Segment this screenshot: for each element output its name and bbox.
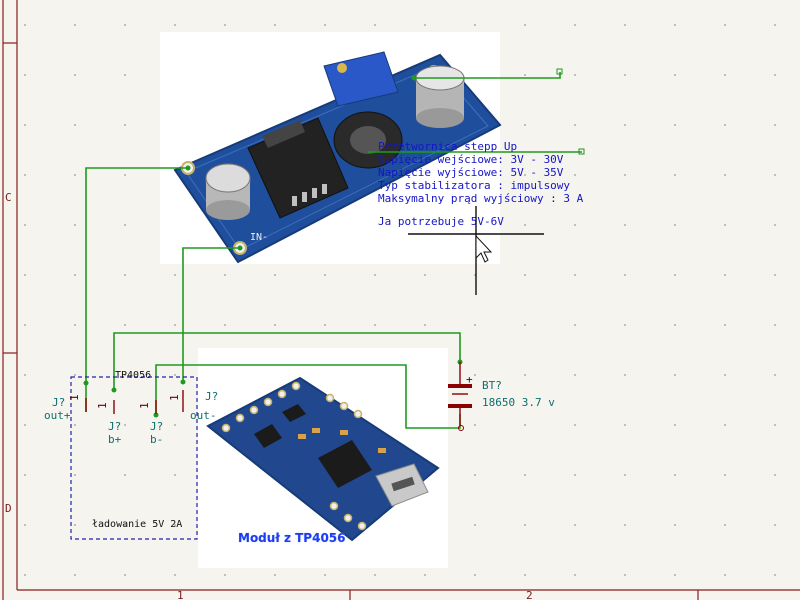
note-line-5: Maksymalny prąd wyjściowy : 3 A	[378, 192, 584, 205]
note-line-3: Napięcie wyjściowe: 5V - 35V	[378, 166, 564, 179]
module-caption: Moduł z TP4056	[238, 531, 346, 545]
connector-out-plus: J? out+ 1	[44, 394, 87, 422]
frame-row-c: C	[5, 191, 12, 204]
connector-ref: J?	[52, 396, 65, 409]
connector-pin: 1	[168, 394, 181, 401]
battery-ref: BT?	[482, 379, 502, 392]
connector-ref: J?	[108, 420, 121, 433]
connector-pin: 1	[138, 402, 151, 409]
note-line-2: Napięcie wejściowe: 3V - 30V	[378, 153, 564, 166]
frame-row-d: D	[5, 502, 12, 515]
boost-converter-image	[160, 32, 502, 264]
wire-end-marker	[556, 68, 563, 75]
wire-end-marker	[578, 148, 585, 155]
battery-plus-sign: +	[466, 373, 473, 386]
connector-b-minus: J? b- 1	[138, 400, 163, 446]
boost-converter-note: Przetwornica stepp Up Napięcie wejściowe…	[378, 140, 584, 228]
note-line-1: Przetwornica stepp Up	[378, 140, 517, 153]
connector-name: out-	[190, 409, 217, 422]
tp4056-block-outline	[70, 376, 198, 540]
charging-label: ładowanie 5V 2A	[92, 519, 182, 530]
pcb-marking-in-minus: IN-	[250, 232, 268, 243]
connector-pin: 1	[96, 402, 109, 409]
connector-b-plus: J? b+ 1	[96, 400, 122, 446]
note-requirement: Ja potrzebuje 5V-6V	[378, 215, 504, 228]
battery-value: 18650 3.7 v	[482, 396, 555, 409]
connector-name: out+	[44, 409, 71, 422]
connector-ref: J?	[205, 390, 218, 403]
wires	[85, 72, 582, 429]
connector-name: b+	[108, 433, 122, 446]
battery-symbol: +	[448, 362, 473, 431]
note-line-4: Typ stabilizatora : impulsowy	[378, 179, 570, 192]
connector-ref: J?	[150, 420, 163, 433]
tp4056-module-image	[198, 348, 448, 568]
frame-col-2: 2	[526, 589, 533, 600]
crosshair-cursor-icon	[408, 206, 544, 295]
connector-out-minus: J? out- 1	[168, 390, 218, 422]
tp4056-block-ref: TP4056	[115, 370, 151, 381]
frame-col-1: 1	[177, 589, 184, 600]
connector-name: b-	[150, 433, 163, 446]
connector-pin: 1	[68, 394, 81, 401]
